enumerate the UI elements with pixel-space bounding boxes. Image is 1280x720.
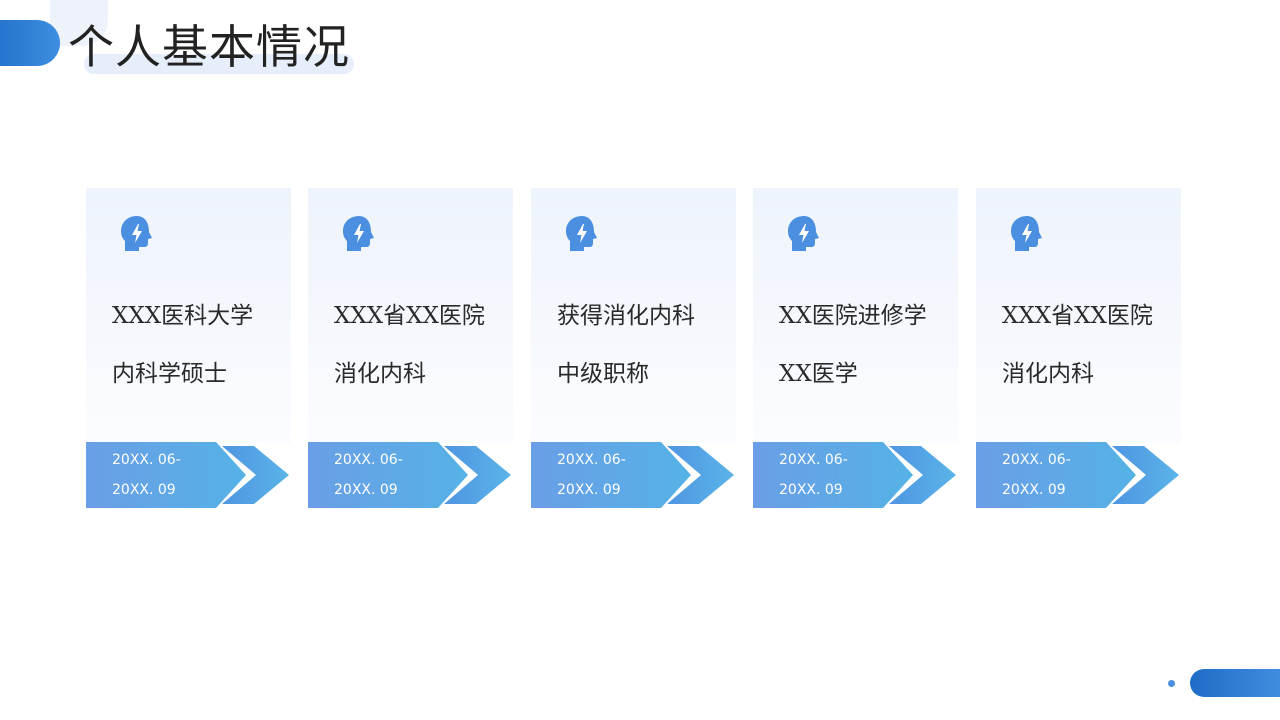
date-end: 20XX. 09 [112, 482, 176, 498]
card-title-line1: 获得消化内科 [557, 303, 695, 329]
card-panel [976, 188, 1181, 443]
title-accent-pill [0, 20, 60, 66]
date-end: 20XX. 09 [1002, 482, 1066, 498]
card-title-line1: XX医院进修学 [779, 303, 927, 329]
date-end: 20XX. 09 [334, 482, 398, 498]
card-panel [86, 188, 291, 443]
card-title-line2: 中级职称 [557, 361, 649, 387]
head-lightning-icon [121, 216, 152, 251]
card-panel [753, 188, 958, 443]
date-start: 20XX. 06- [557, 452, 626, 468]
card-panel [308, 188, 513, 443]
head-lightning-icon [788, 216, 819, 251]
head-lightning-icon [566, 216, 597, 251]
card-title-line2: 消化内科 [1002, 361, 1094, 387]
date-ribbon: 20XX. 06- 20XX. 09 [86, 442, 291, 508]
card-title-line2: 内科学硕士 [112, 361, 227, 387]
head-lightning-icon [343, 216, 374, 251]
card-title-line1: XXX省XX医院 [334, 303, 485, 329]
timeline-card-4: XX医院进修学 XX医学 20XX. 06- 20XX. 09 [753, 188, 958, 508]
card-title-line1: XXX省XX医院 [1002, 303, 1153, 329]
card-title-line2: XX医学 [779, 361, 858, 387]
date-end: 20XX. 09 [557, 482, 621, 498]
date-ribbon: 20XX. 06- 20XX. 09 [308, 442, 513, 508]
date-start: 20XX. 06- [334, 452, 403, 468]
timeline-card-5: XXX省XX医院 消化内科 20XX. 06- 20XX. 09 [976, 188, 1181, 508]
footer-accent-pill [1190, 669, 1280, 697]
footer-dot [1168, 680, 1175, 687]
date-ribbon: 20XX. 06- 20XX. 09 [976, 442, 1181, 508]
title-underline-bar [84, 54, 354, 74]
date-end: 20XX. 09 [779, 482, 843, 498]
timeline-card-1: XXX医科大学 内科学硕士 20XX. 06- 20XX. 09 [86, 188, 291, 508]
card-title-line1: XXX医科大学 [112, 303, 254, 329]
date-start: 20XX. 06- [112, 452, 181, 468]
page-title: 个人基本情况 [68, 20, 350, 74]
card-panel [531, 188, 736, 443]
date-start: 20XX. 06- [1002, 452, 1071, 468]
card-title-line2: 消化内科 [334, 361, 426, 387]
timeline-card-2: XXX省XX医院 消化内科 20XX. 06- 20XX. 09 [308, 188, 513, 508]
head-lightning-icon [1011, 216, 1042, 251]
date-start: 20XX. 06- [779, 452, 848, 468]
date-ribbon: 20XX. 06- 20XX. 09 [753, 442, 958, 508]
date-ribbon: 20XX. 06- 20XX. 09 [531, 442, 736, 508]
timeline-card-3: 获得消化内科 中级职称 20XX. 06- 20XX. 09 [531, 188, 736, 508]
